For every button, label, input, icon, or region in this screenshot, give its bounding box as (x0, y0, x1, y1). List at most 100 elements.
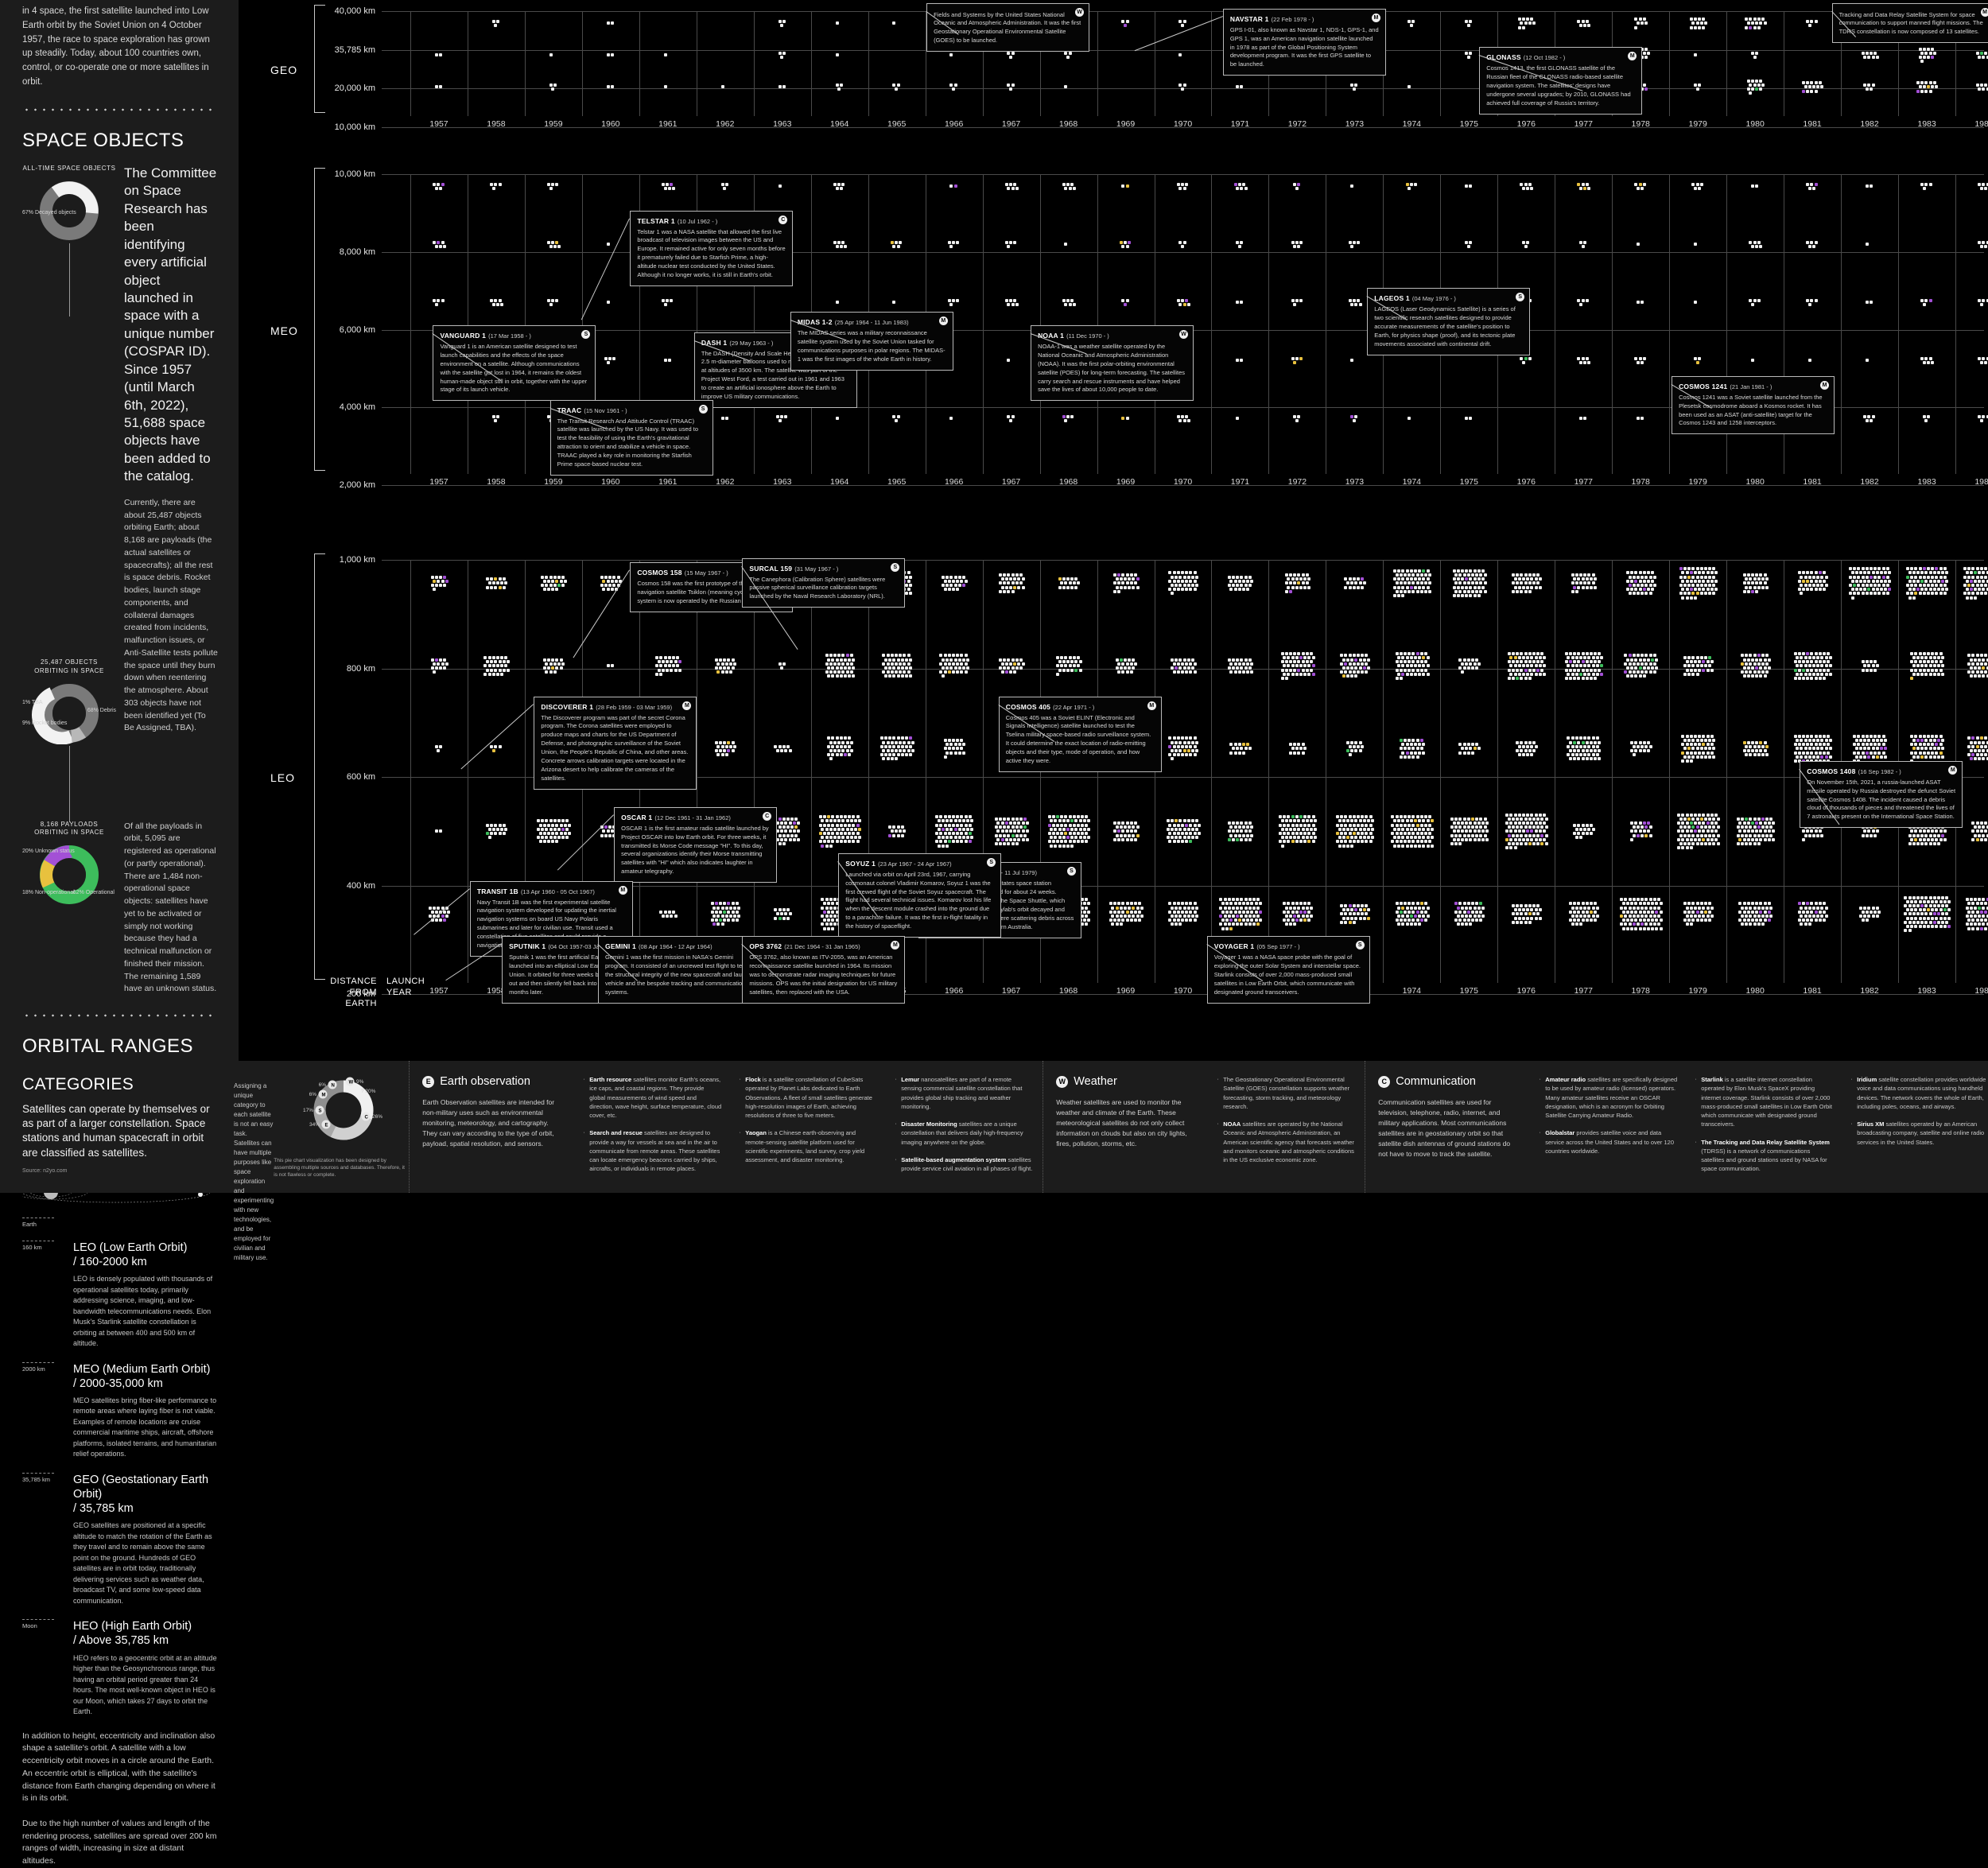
satellite-dot[interactable] (1582, 586, 1585, 589)
satellite-dot[interactable] (1804, 664, 1807, 667)
satellite-dot[interactable] (819, 824, 822, 827)
satellite-dot[interactable] (1532, 825, 1536, 829)
satellite-dot[interactable] (1422, 569, 1425, 573)
satellite-dot[interactable] (1177, 580, 1180, 583)
satellite-dot[interactable] (1704, 842, 1707, 845)
satellite-dot[interactable] (1963, 584, 1967, 587)
satellite-dot[interactable] (560, 832, 563, 835)
satellite-dot[interactable] (545, 576, 548, 579)
satellite-dot[interactable] (1066, 845, 1070, 848)
satellite-dot[interactable] (1575, 664, 1578, 667)
satellite-dot[interactable] (907, 571, 911, 574)
satellite-dot[interactable] (1454, 573, 1458, 577)
satellite-dot[interactable] (1007, 834, 1010, 837)
satellite-dot[interactable] (1644, 662, 1648, 666)
satellite-dot[interactable] (1463, 817, 1466, 821)
satellite-dot[interactable] (1929, 299, 1932, 302)
satellite-dot[interactable] (958, 584, 961, 587)
satellite-dot[interactable] (1520, 183, 1523, 186)
satellite-dot[interactable] (1681, 571, 1684, 574)
satellite-dot[interactable] (553, 584, 557, 587)
satellite-dot[interactable] (1530, 577, 1533, 581)
satellite-dot[interactable] (905, 592, 908, 595)
satellite-dot[interactable] (1698, 743, 1701, 746)
satellite-dot[interactable] (1240, 658, 1243, 662)
satellite-dot[interactable] (1130, 821, 1133, 825)
satellite-dot[interactable] (1690, 669, 1693, 672)
satellite-dot[interactable] (1806, 677, 1809, 680)
satellite-dot[interactable] (1882, 576, 1885, 579)
satellite-dot[interactable] (1130, 581, 1133, 584)
satellite-dot[interactable] (1543, 673, 1546, 676)
satellite-dot[interactable] (441, 299, 445, 302)
satellite-dot[interactable] (999, 834, 1002, 837)
satellite-dot[interactable] (1643, 674, 1646, 678)
satellite-dot[interactable] (1863, 415, 1866, 418)
satellite-dot[interactable] (1062, 183, 1066, 186)
satellite-dot[interactable] (1083, 836, 1086, 839)
satellite-dot[interactable] (1019, 581, 1023, 584)
satellite-dot[interactable] (1242, 825, 1245, 829)
satellite-dot[interactable] (1594, 577, 1597, 581)
satellite-dot[interactable] (1418, 743, 1421, 746)
satellite-dot[interactable] (1344, 586, 1347, 589)
satellite-dot[interactable] (1509, 846, 1512, 849)
satellite-dot[interactable] (1242, 183, 1245, 186)
satellite-dot[interactable] (823, 824, 826, 827)
satellite-dot[interactable] (1414, 828, 1417, 831)
satellite-dot[interactable] (1629, 670, 1632, 674)
satellite-dot[interactable] (1346, 819, 1349, 822)
satellite-dot[interactable] (537, 819, 540, 822)
satellite-dot[interactable] (1980, 361, 1983, 364)
satellite-dot[interactable] (670, 669, 673, 672)
satellite-dot[interactable] (1920, 580, 1924, 583)
satellite-dot[interactable] (1302, 669, 1305, 672)
satellite-dot[interactable] (888, 674, 891, 678)
satellite-dot[interactable] (1798, 652, 1801, 655)
satellite-dot[interactable] (840, 658, 843, 662)
satellite-dot[interactable] (1242, 743, 1245, 746)
satellite-dot[interactable] (1794, 677, 1797, 680)
satellite-dot[interactable] (942, 658, 945, 662)
satellite-dot[interactable] (844, 666, 847, 670)
satellite-dot[interactable] (543, 658, 546, 662)
satellite-dot[interactable] (1924, 357, 1928, 360)
satellite-dot[interactable] (678, 660, 681, 663)
satellite-dot[interactable] (840, 832, 843, 835)
satellite-dot[interactable] (1474, 569, 1477, 573)
satellite-dot[interactable] (1639, 749, 1642, 752)
satellite-dot[interactable] (1406, 828, 1409, 831)
satellite-dot[interactable] (1526, 664, 1529, 667)
satellite-dot[interactable] (666, 669, 669, 672)
satellite-dot[interactable] (1359, 303, 1362, 306)
satellite-dot[interactable] (1630, 658, 1633, 662)
satellite-dot[interactable] (1532, 652, 1536, 655)
satellite-dot[interactable] (1691, 834, 1695, 837)
satellite-dot[interactable] (1794, 735, 1797, 738)
satellite-dot[interactable] (1577, 652, 1580, 655)
satellite-dot[interactable] (1187, 819, 1190, 822)
satellite-dot[interactable] (1686, 743, 1689, 746)
satellite-dot[interactable] (1410, 586, 1413, 589)
satellite-dot[interactable] (555, 840, 558, 843)
satellite-dot[interactable] (901, 825, 904, 829)
satellite-dot[interactable] (1982, 241, 1985, 244)
satellite-dot[interactable] (1759, 573, 1762, 577)
satellite-dot[interactable] (1598, 660, 1601, 663)
satellite-dot[interactable] (561, 662, 565, 666)
satellite-dot[interactable] (1710, 751, 1714, 755)
satellite-dot[interactable] (1681, 751, 1684, 755)
satellite-dot[interactable] (833, 836, 837, 839)
satellite-dot[interactable] (844, 245, 847, 248)
satellite-dot[interactable] (483, 656, 487, 659)
satellite-dot[interactable] (551, 588, 554, 591)
satellite-dot[interactable] (1582, 299, 1585, 302)
satellite-dot[interactable] (1359, 819, 1362, 822)
satellite-dot[interactable] (1011, 573, 1015, 577)
satellite-dot[interactable] (1293, 303, 1296, 306)
satellite-dot[interactable] (1816, 747, 1819, 750)
satellite-dot[interactable] (1350, 581, 1353, 584)
satellite-dot[interactable] (723, 187, 726, 190)
satellite-dot[interactable] (1420, 747, 1423, 750)
satellite-dot[interactable] (1747, 674, 1750, 678)
